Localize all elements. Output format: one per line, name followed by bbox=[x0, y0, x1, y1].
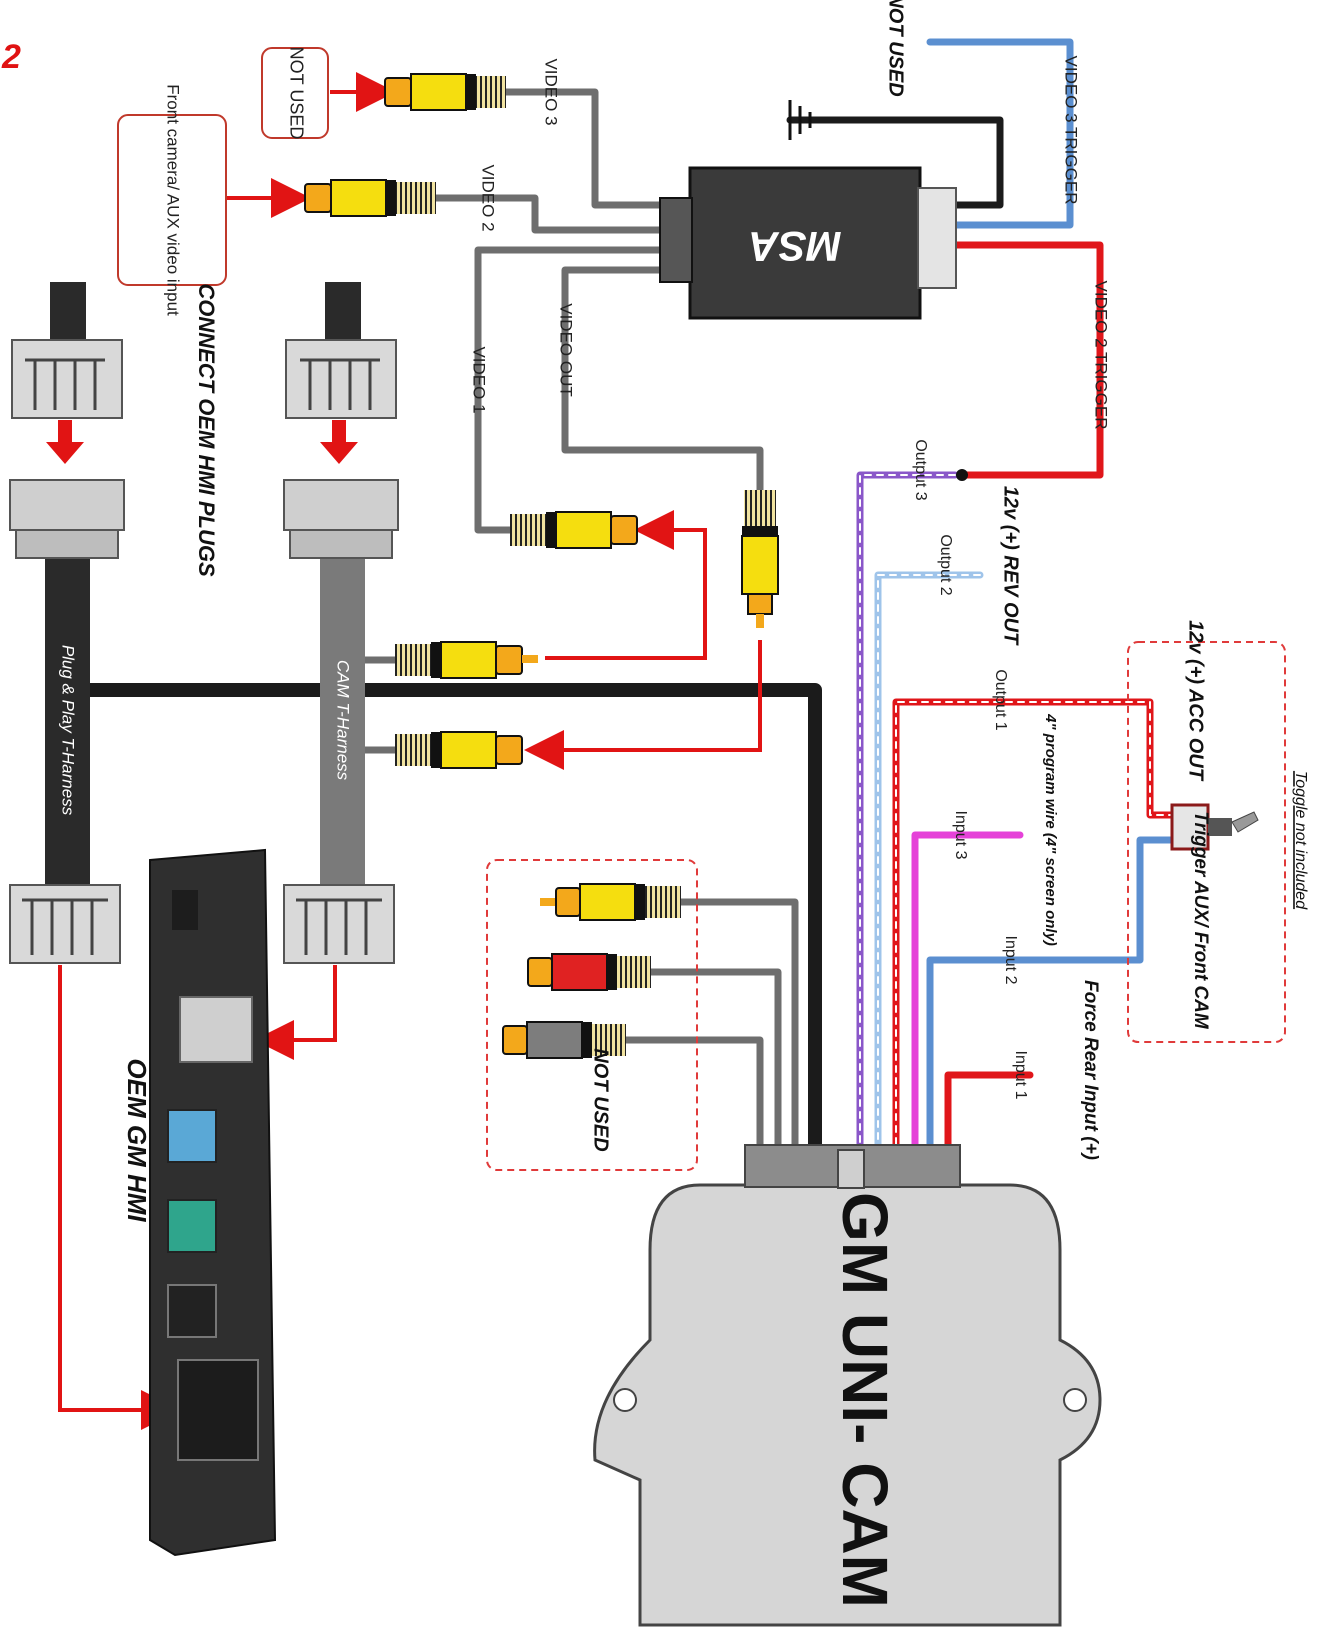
arrow-video-out bbox=[524, 640, 762, 770]
label-program-wire: 4" program wire (4" screen only) bbox=[1042, 713, 1059, 946]
rca-not-used-gray bbox=[502, 1021, 626, 1059]
arrow-pp-to-hmi bbox=[58, 965, 181, 1430]
rca-video3 bbox=[384, 73, 506, 111]
msa-module: MSA bbox=[659, 166, 957, 320]
ground-symbol bbox=[788, 100, 812, 140]
wire-video2-trigger bbox=[951, 241, 1104, 479]
wire-video-out bbox=[561, 266, 764, 494]
wire-input2 bbox=[926, 836, 1179, 1149]
label-front-camera: Front camera/ AUX video input bbox=[164, 84, 183, 316]
label-not-used-rca: NOT USED bbox=[590, 1048, 612, 1151]
label-trigger-aux: Trigger AUX/ Front CAM bbox=[1190, 811, 1211, 1030]
red-arrows bbox=[58, 72, 762, 1430]
not-used-rca-box bbox=[486, 859, 698, 1171]
label-video2: VIDEO 2 bbox=[479, 164, 498, 231]
unicam-label: GM UNI- CAM bbox=[829, 1192, 901, 1608]
plug-play-label: Plug & Play T-Harness bbox=[59, 645, 78, 816]
arrow-cam-to-hmi bbox=[254, 965, 337, 1060]
label-output2: Output 2 bbox=[937, 534, 954, 595]
wire-video1 bbox=[474, 246, 669, 534]
callout-front-camera bbox=[117, 114, 227, 286]
label-video2-trigger: VIDEO 2 TRIGGER bbox=[1092, 281, 1111, 430]
rca-cam-2 bbox=[395, 731, 523, 769]
wire-cam-branch-1 bbox=[356, 551, 399, 664]
rca-video2 bbox=[304, 179, 436, 217]
rca-video-out bbox=[741, 490, 779, 628]
label-force-rear: Force Rear Input (+) bbox=[1080, 980, 1101, 1160]
wire-rca-red bbox=[646, 968, 782, 1149]
wire-video3-trigger bbox=[926, 38, 1074, 229]
label-input2: Input 2 bbox=[1002, 936, 1019, 985]
label-video3: VIDEO 3 bbox=[542, 58, 561, 125]
wires bbox=[83, 38, 1179, 1152]
label-acc-out: 12v (+) ACC OUT bbox=[1185, 620, 1207, 782]
plug-arrows bbox=[46, 420, 358, 464]
wire-output1 bbox=[892, 698, 1179, 1149]
wire-rca-gray bbox=[621, 1036, 764, 1149]
label-input1: Input 1 bbox=[1012, 1051, 1029, 1100]
harness-plug-play: Plug & Play T-Harness bbox=[9, 282, 125, 964]
label-video3-trigger: VIDEO 3 TRIGGER bbox=[1062, 56, 1081, 205]
label-output1: Output 1 bbox=[992, 669, 1009, 730]
wire-video2 bbox=[431, 194, 669, 234]
callout-not-used bbox=[261, 47, 329, 139]
arrow-video1 bbox=[545, 510, 707, 660]
labels: NOT USED Front camera/ AUX video input V… bbox=[122, 0, 1309, 1222]
label-toggle: Toggle not included bbox=[1292, 771, 1309, 910]
wire-junction bbox=[956, 469, 968, 481]
harness-cam: CAM T-Harness bbox=[283, 282, 399, 964]
toggle-switch bbox=[1170, 803, 1259, 851]
label-not-used-callout: NOT USED bbox=[286, 47, 306, 140]
label-oem-hmi: OEM GM HMI bbox=[122, 1058, 152, 1222]
wire-cam-branch-2 bbox=[356, 696, 399, 754]
cam-harness-label: CAM T-Harness bbox=[334, 660, 353, 781]
oem-hmi-unit bbox=[149, 848, 277, 1557]
label-rev-out: 12v (+) REV OUT bbox=[1000, 486, 1022, 646]
wire-ground bbox=[786, 116, 1004, 209]
label-not-used-trigger: NOT USED bbox=[885, 0, 907, 97]
label-output3: Output 3 bbox=[912, 439, 929, 500]
rca-not-used-red bbox=[527, 953, 651, 991]
msa-label: MSA bbox=[748, 223, 841, 270]
wire-rca-yellow bbox=[676, 898, 799, 1149]
label-video-out: VIDEO OUT bbox=[557, 303, 576, 397]
rca-not-used-yellow bbox=[540, 883, 681, 921]
label-connect-plugs: CONNECT OEM HMI PLUGS bbox=[194, 283, 219, 577]
wire-input1 bbox=[944, 1071, 1034, 1149]
wire-input3 bbox=[911, 831, 1024, 1149]
rca-cam-1 bbox=[395, 641, 538, 679]
page-number: 2 bbox=[1, 38, 21, 76]
toggle-box bbox=[1127, 641, 1286, 1043]
wire-video3 bbox=[501, 88, 669, 209]
label-video1: VIDEO 1 bbox=[470, 346, 489, 413]
label-input3: Input 3 bbox=[952, 811, 969, 860]
unicam-module: GM UNI- CAM bbox=[593, 1144, 1102, 1627]
rca-video1 bbox=[510, 511, 638, 549]
